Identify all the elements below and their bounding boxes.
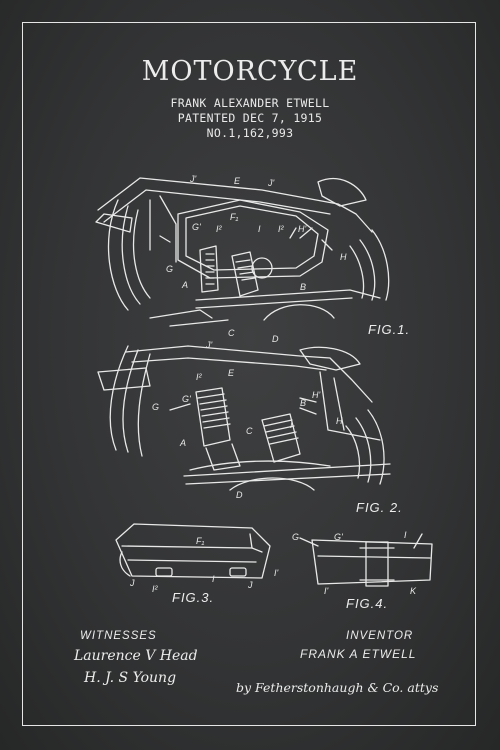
svg-text:J: J xyxy=(247,580,253,590)
poster-border xyxy=(22,22,476,726)
inventor-label: INVENTOR xyxy=(346,630,414,642)
poster-title: MOTORCYCLE xyxy=(141,56,359,87)
fig-2-label: FIG. 2. xyxy=(356,500,403,515)
svg-text:A: A xyxy=(181,280,188,290)
svg-text:I': I' xyxy=(274,568,279,578)
witnesses-label: WITNESSES xyxy=(80,630,157,642)
svg-text:J': J' xyxy=(205,340,213,350)
svg-text:C: C xyxy=(246,426,253,436)
svg-text:E: E xyxy=(228,368,235,378)
svg-text:C: C xyxy=(228,328,235,338)
svg-text:G: G xyxy=(166,264,173,274)
attorney-signature: by Fetherstonhaugh & Co. attys xyxy=(236,680,439,695)
svg-text:I²: I² xyxy=(278,224,285,234)
svg-text:I': I' xyxy=(324,586,329,596)
svg-text:I: I xyxy=(290,420,293,430)
patent-date: PATENTED DEC 7, 1915 xyxy=(177,111,323,125)
inventor-line: FRANK ALEXANDER ETWELL xyxy=(170,96,330,110)
svg-text:B: B xyxy=(300,398,306,408)
svg-text:I: I xyxy=(404,530,407,540)
svg-text:H': H' xyxy=(312,390,320,400)
fig-3-label: FIG.3. xyxy=(172,590,215,605)
svg-text:H: H xyxy=(336,416,343,426)
svg-text:E: E xyxy=(234,176,241,186)
inventor-name: FRANK A ETWELL xyxy=(300,647,417,661)
figure-4-drawing xyxy=(300,534,432,586)
svg-text:H: H xyxy=(340,252,347,262)
svg-text:G': G' xyxy=(192,222,201,232)
svg-text:A: A xyxy=(179,438,186,448)
svg-text:F₁: F₁ xyxy=(196,536,204,546)
svg-text:G': G' xyxy=(334,532,343,542)
svg-text:I: I xyxy=(212,574,215,584)
svg-text:F₁: F₁ xyxy=(230,212,238,222)
svg-text:D: D xyxy=(236,490,243,500)
svg-text:G: G xyxy=(292,532,299,542)
svg-text:H': H' xyxy=(298,224,306,234)
witness-1-signature: Laurence V Head xyxy=(74,648,198,664)
svg-text:I²: I² xyxy=(152,584,159,594)
svg-text:K: K xyxy=(410,586,417,596)
svg-text:B: B xyxy=(300,282,306,292)
witness-2-signature: H. J. S Young xyxy=(84,670,177,686)
svg-text:D: D xyxy=(272,334,279,344)
fig-1-label: FIG.1. xyxy=(368,322,411,337)
patent-number: NO.1,162,993 xyxy=(206,126,294,140)
svg-text:G': G' xyxy=(182,394,191,404)
svg-text:I: I xyxy=(258,224,261,234)
svg-text:I²: I² xyxy=(216,224,223,234)
svg-text:J': J' xyxy=(267,178,275,188)
figure-2-drawing xyxy=(98,346,390,490)
svg-text:G: G xyxy=(152,402,159,412)
svg-text:I²: I² xyxy=(196,372,203,382)
figure-3-drawing xyxy=(116,524,270,578)
fig-4-label: FIG.4. xyxy=(346,596,389,611)
svg-text:J': J' xyxy=(189,174,197,184)
figure-1-drawing xyxy=(96,178,389,326)
svg-text:J: J xyxy=(129,578,135,588)
